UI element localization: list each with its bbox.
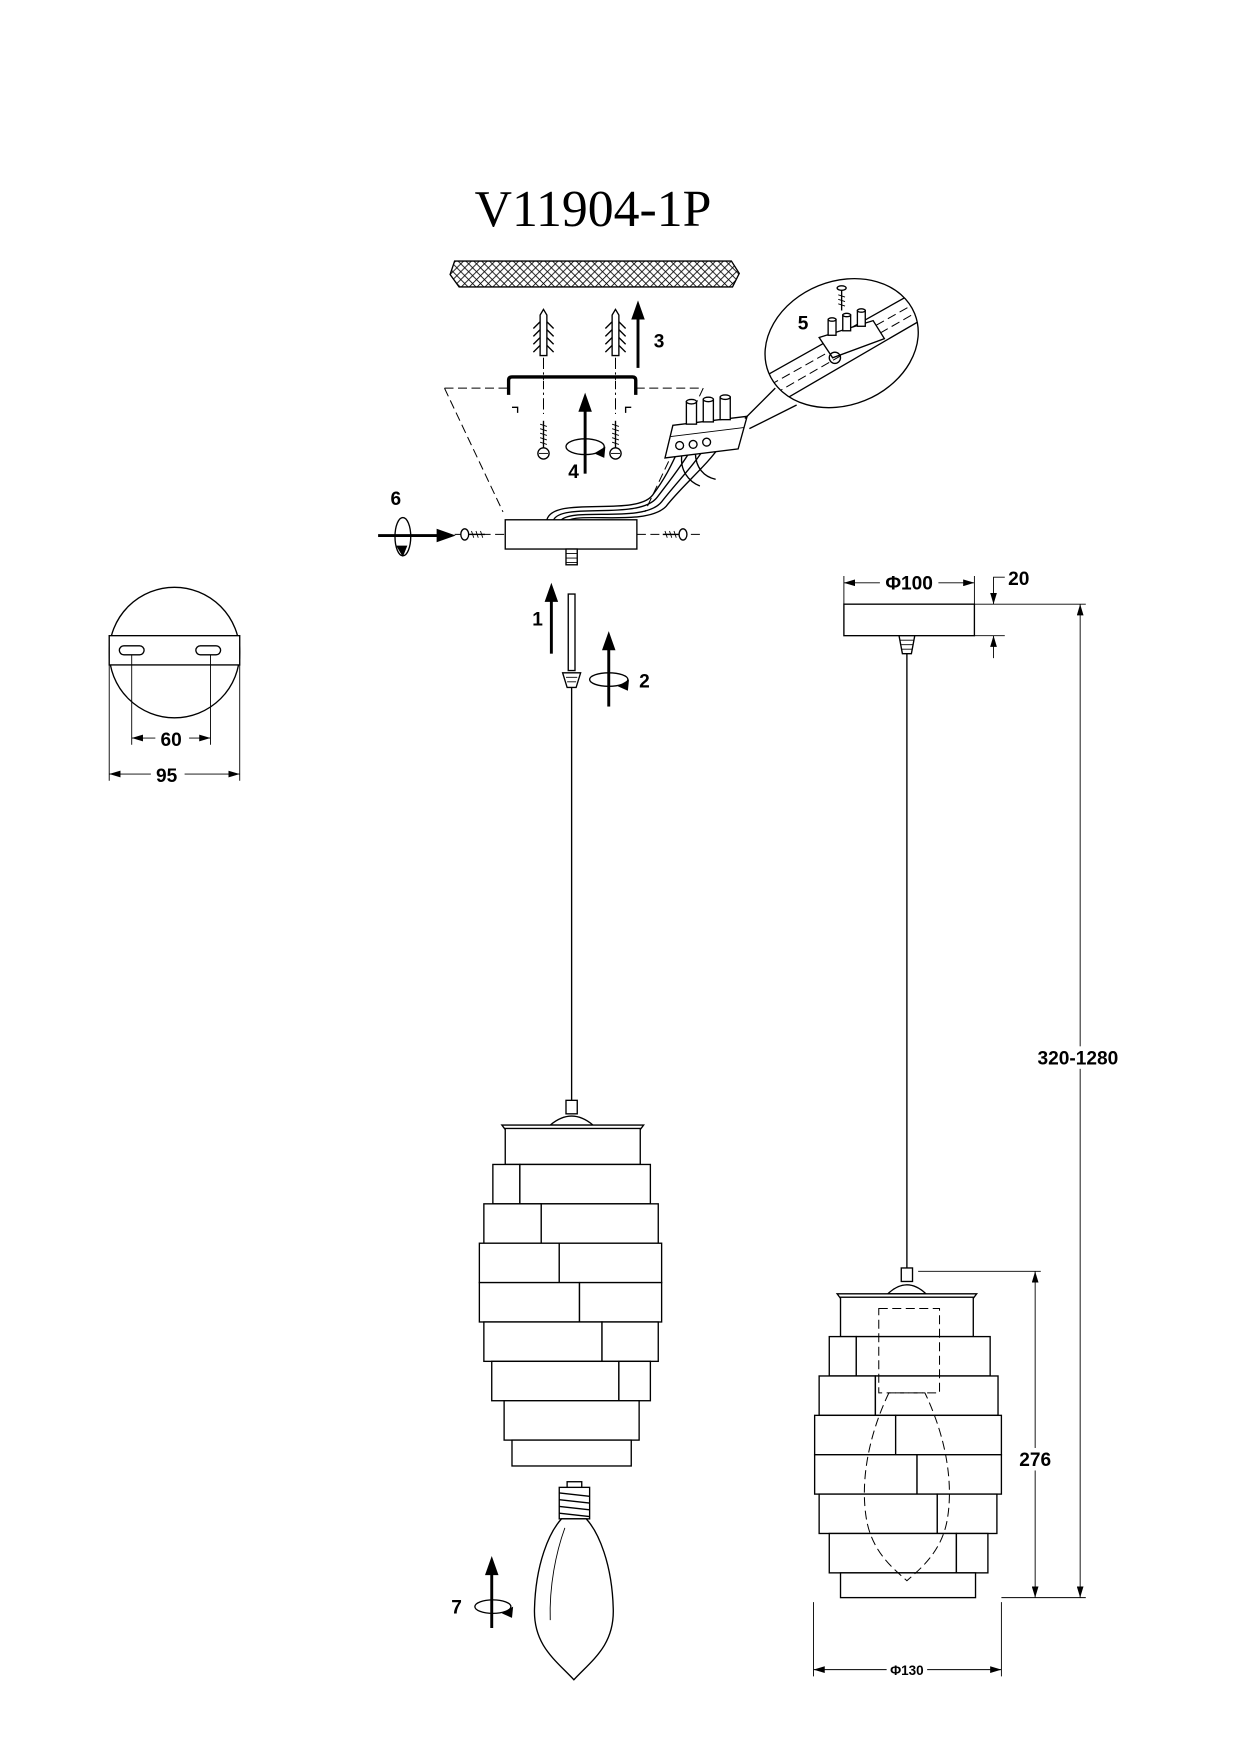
step-4-label: 4 (568, 462, 579, 483)
step-1-label: 1 (532, 610, 543, 631)
step-4-arrow (565, 392, 606, 474)
canopy (843, 603, 976, 637)
canopy-screw (662, 528, 688, 541)
threaded-nipple (565, 548, 578, 566)
step-3-label: 3 (654, 332, 665, 353)
bracket-screw (609, 420, 622, 460)
bracket-screw (537, 420, 550, 460)
dimension-line (990, 576, 1005, 605)
bracket-hole-mark (511, 406, 519, 413)
glass-shade (478, 1099, 663, 1467)
canopy-screw (460, 528, 485, 541)
shade-height-dimension: 276 (1019, 1450, 1051, 1471)
glass-shade (813, 1267, 1003, 1599)
step-2-label: 2 (639, 671, 650, 692)
slot-spacing-dimension: 60 (160, 730, 181, 751)
bracket-plan-view: 60 95 (108, 586, 241, 787)
step-5-label: 5 (798, 314, 809, 335)
wires (546, 445, 721, 522)
shade-diameter-dimension: Φ130 (890, 1663, 924, 1678)
step-6-label: 6 (390, 489, 401, 510)
assembled-view: Φ100 20 320-1280 276 Φ130 (813, 569, 1128, 1678)
overall-height-dimension: 320-1280 (1038, 1048, 1119, 1069)
step-1-arrow (544, 582, 559, 654)
light-bulb (533, 1481, 614, 1681)
wiring-callout (744, 277, 938, 430)
cable-sleeve (567, 593, 576, 672)
cable-grip (561, 672, 582, 689)
step-2-arrow (588, 631, 630, 707)
canopy-diameter-dimension: Φ100 (885, 574, 933, 595)
step-3-arrow (631, 300, 645, 368)
projection-guide (444, 387, 704, 513)
step-7-label: 7 (451, 1597, 462, 1618)
mounting-slot (118, 645, 145, 656)
step-7-arrow (474, 1555, 514, 1628)
mounting-slot (195, 645, 222, 656)
canopy-height-dimension: 20 (1008, 569, 1029, 590)
hidden-bulb-outline (863, 1307, 950, 1582)
step-6-arrow (378, 516, 456, 557)
ceiling-surface (449, 260, 741, 288)
model-title: V11904-1P (475, 181, 712, 238)
canopy (504, 519, 638, 550)
exploded-view: 3 4 (378, 260, 938, 1681)
bracket-hole-mark (624, 406, 632, 413)
wall-plug (532, 308, 555, 357)
terminal-block (664, 394, 749, 459)
mounting-bracket (506, 375, 638, 395)
bracket-width-dimension: 95 (156, 766, 178, 787)
wall-plug (604, 308, 627, 357)
